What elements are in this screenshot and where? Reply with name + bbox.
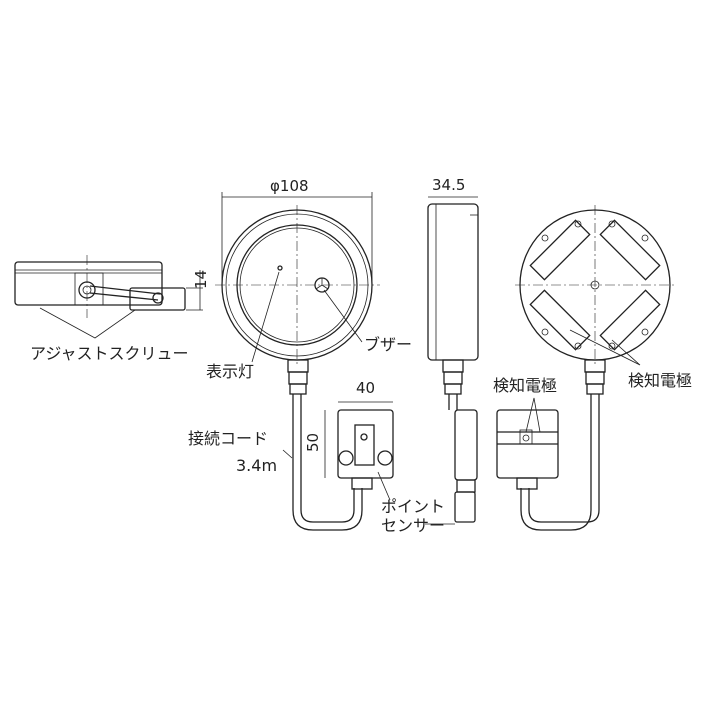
depth-dimension: 34.5 <box>432 176 466 194</box>
connection-cord-label: 接続コード <box>188 429 269 448</box>
point-sensor-front <box>324 401 394 501</box>
height-dimension: 14 <box>192 269 211 290</box>
sensor-width-dimension: 40 <box>356 379 376 397</box>
front-view <box>215 192 380 531</box>
adjust-screw-label: アジャストスクリュー <box>30 344 189 363</box>
sensor-height-dimension: 50 <box>304 432 323 453</box>
cord-length-label: 3.4m <box>236 456 278 475</box>
indicator-lamp-label: 表示灯 <box>206 362 255 381</box>
detection-electrode-label-right: 検知電極 <box>628 371 693 390</box>
side-view-right <box>425 196 479 525</box>
point-sensor-label-2: センサー <box>381 516 446 535</box>
buzzer-label: ブザー <box>364 335 413 354</box>
side-view-left <box>14 255 203 339</box>
point-sensor-label-1: ポイント <box>381 497 446 516</box>
diameter-dimension: φ108 <box>270 177 309 195</box>
back-view <box>496 205 675 531</box>
detection-electrode-label-left: 検知電極 <box>493 376 558 395</box>
